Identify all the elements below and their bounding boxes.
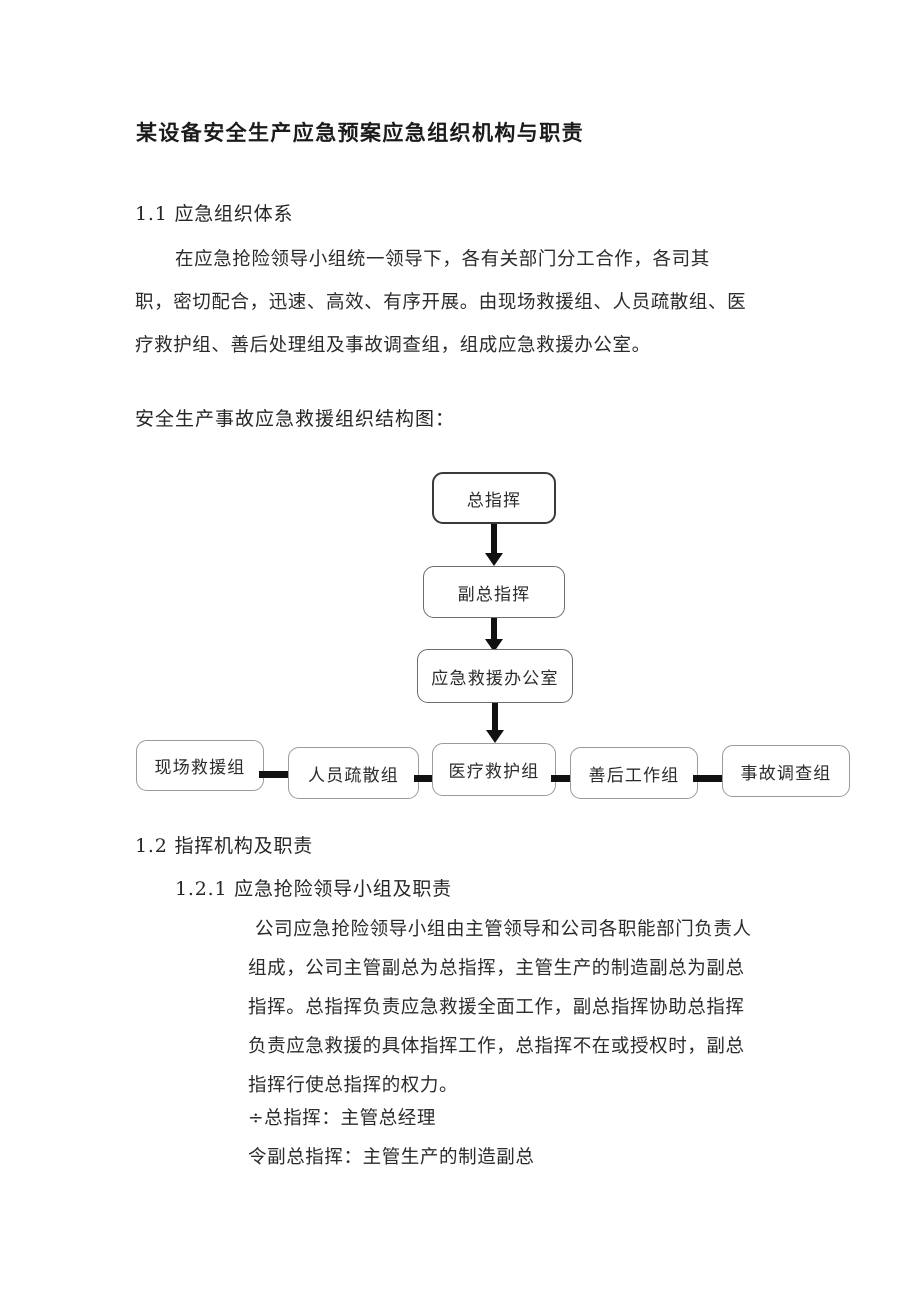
chart-arrow-3 <box>417 703 573 743</box>
paragraph-1-line-3: 疗救护组、善后处理组及事故调查组，组成应急救援办公室。 <box>135 335 651 356</box>
chart-node-label: 人员疏散组 <box>308 765 399 786</box>
bullet-text: 副总指挥：主管生产的制造副总 <box>267 1147 535 1168</box>
page-title: 某设备安全生产应急预案应急组织机构与职责 <box>136 120 584 145</box>
chart-arrow-2 <box>423 618 565 652</box>
chart-connector-4 <box>693 775 726 782</box>
chart-node-label: 善后工作组 <box>588 765 680 786</box>
paragraph-2-line-3: 指挥。总指挥负责应急救援全面工作，副总指挥协助总指挥 <box>248 997 745 1018</box>
paragraph-1-line-1: 在应急抢险领导小组统一领导下，各有关部门分工合作，各司其 <box>175 249 710 270</box>
heading-1-2: 1.2 指挥机构及职责 <box>135 835 314 857</box>
chart-node-team-aftermath: 善后工作组 <box>570 747 698 799</box>
chart-node-label: 医疗救护组 <box>448 762 540 782</box>
chart-node-deputy-commander: 副总指挥 <box>423 566 565 618</box>
paragraph-2-line-2: 组成，公司主管副总为总指挥，主管生产的制造副总为副总 <box>248 958 745 979</box>
chart-node-team-evacuation: 人员疏散组 <box>288 747 419 799</box>
heading-1-2-1: 1.2.1 应急抢险领导小组及职责 <box>175 878 452 900</box>
chart-node-label: 副总指挥 <box>457 584 531 605</box>
bullet-text: 总指挥：主管总经理 <box>264 1108 437 1129</box>
chart-node-team-medical: 医疗救护组 <box>432 743 556 796</box>
chart-node-label: 现场救援组 <box>154 758 246 778</box>
bullet-marker-icon: ÷ <box>248 1108 265 1129</box>
chart-node-label: 应急救援办公室 <box>431 668 559 689</box>
paragraph-2-line-1: 公司应急抢险领导小组由主管领导和公司各职能部门负责人 <box>255 919 752 940</box>
chart-connector-1 <box>259 771 293 778</box>
chart-caption: 安全生产事故应急救援组织结构图： <box>135 408 456 430</box>
chart-arrow-1 <box>432 524 556 566</box>
org-chart: 总指挥 副总指挥 应急救援办公室 现场救援组 人员疏散组 <box>0 455 920 815</box>
chart-node-team-site-rescue: 现场救援组 <box>136 740 264 791</box>
chart-node-label: 事故调查组 <box>740 763 832 784</box>
chart-connector-2 <box>414 775 438 782</box>
heading-1-1: 1.1 应急组织体系 <box>135 203 294 225</box>
chart-node-total-commander: 总指挥 <box>432 472 556 524</box>
paragraph-2-line-4: 负责应急救援的具体指挥工作，总指挥不在或授权时，副总 <box>248 1036 745 1057</box>
bullet-item-deputy-commander: 令副总指挥：主管生产的制造副总 <box>248 1143 535 1169</box>
bullet-marker-icon: 令 <box>248 1147 268 1168</box>
bullet-item-commander: ÷总指挥：主管总经理 <box>248 1104 436 1130</box>
paragraph-1-line-2: 职，密切配合，迅速、高效、有序开展。由现场救援组、人员疏散组、医 <box>135 292 747 313</box>
paragraph-2-line-5: 指挥行使总指挥的权力。 <box>248 1075 459 1096</box>
chart-node-team-investigation: 事故调查组 <box>722 745 850 797</box>
chart-node-rescue-office: 应急救援办公室 <box>417 649 573 703</box>
chart-connector-3 <box>551 775 575 782</box>
chart-node-label: 总指挥 <box>466 490 522 511</box>
